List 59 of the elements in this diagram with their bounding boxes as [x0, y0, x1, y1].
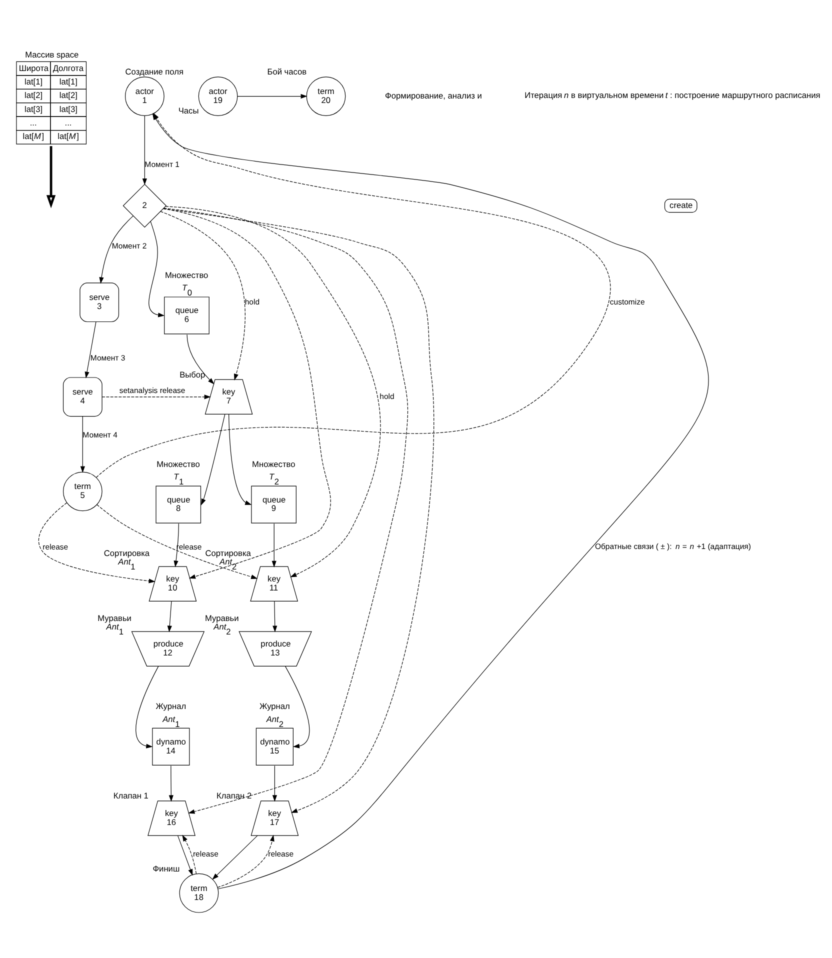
- arrow: [182, 834, 196, 874]
- arrow: [272, 764, 276, 802]
- arrow: [284, 665, 310, 748]
- arrow: [148, 220, 164, 317]
- node-label: Множество: [156, 458, 200, 469]
- arrow: [168, 764, 173, 802]
- arrow: [160, 210, 245, 380]
- node-label: Часы: [178, 104, 198, 115]
- node-label: Сортировка: [103, 547, 150, 558]
- arrow: [164, 206, 380, 577]
- arrow: [272, 600, 277, 632]
- arrow: [101, 394, 210, 399]
- label: Формирование, анализ и: [384, 90, 482, 100]
- arrow: [173, 522, 178, 567]
- node-label: Создание поля: [124, 66, 184, 76]
- node-label: Сортировка: [204, 547, 250, 558]
- node-label: Множество: [252, 458, 295, 469]
- arrow: [166, 600, 172, 632]
- node-circle: term 20: [306, 76, 346, 116]
- arrow: [200, 413, 225, 505]
- node-circle: actor 1: [124, 76, 164, 116]
- node-label: Финиш: [152, 862, 180, 873]
- node-label: Множество: [164, 270, 208, 280]
- arrow: [186, 334, 214, 384]
- arrow: [176, 834, 192, 876]
- arrow: [162, 208, 330, 578]
- node-label: Бой часов: [266, 66, 306, 76]
- node-box: dynamo 15: [255, 727, 293, 765]
- node-label: Выбор: [179, 368, 205, 379]
- node-label: Муравьи: [204, 612, 238, 622]
- arrow: [96, 504, 258, 579]
- node-label: Журнал: [155, 700, 186, 711]
- node-box: queue 6: [164, 296, 209, 334]
- arrow: [80, 416, 84, 472]
- arrow: [216, 834, 274, 888]
- arrow: [271, 522, 276, 567]
- arrow: [46, 146, 56, 208]
- arrow: [212, 834, 258, 880]
- node-label: Муравьи: [97, 612, 131, 622]
- node-circle: actor 19: [198, 76, 238, 116]
- arrow: [142, 114, 146, 185]
- node-box: dynamo 14: [152, 727, 190, 765]
- node-box: queue 9: [250, 485, 296, 523]
- node-label: Клапан 1: [112, 790, 148, 800]
- label: Итерация n в виртуальном времени t : построение маршрутного расписания: [524, 89, 820, 100]
- node-diamond: 2: [122, 183, 166, 228]
- node-box: serve 4: [62, 376, 102, 416]
- arrow: [135, 665, 158, 748]
- node-label: Массив space: [24, 49, 78, 60]
- arrow: [98, 215, 134, 284]
- node-box: queue 8: [155, 485, 201, 523]
- node-box: serve 3: [79, 282, 119, 322]
- node-box: create: [664, 198, 697, 212]
- arrow: [236, 94, 307, 98]
- arrow: [38, 502, 155, 583]
- node-label: Журнал: [258, 700, 290, 711]
- arrow: [84, 321, 96, 378]
- node-circle: term 5: [62, 471, 102, 511]
- arrow: [228, 413, 252, 504]
